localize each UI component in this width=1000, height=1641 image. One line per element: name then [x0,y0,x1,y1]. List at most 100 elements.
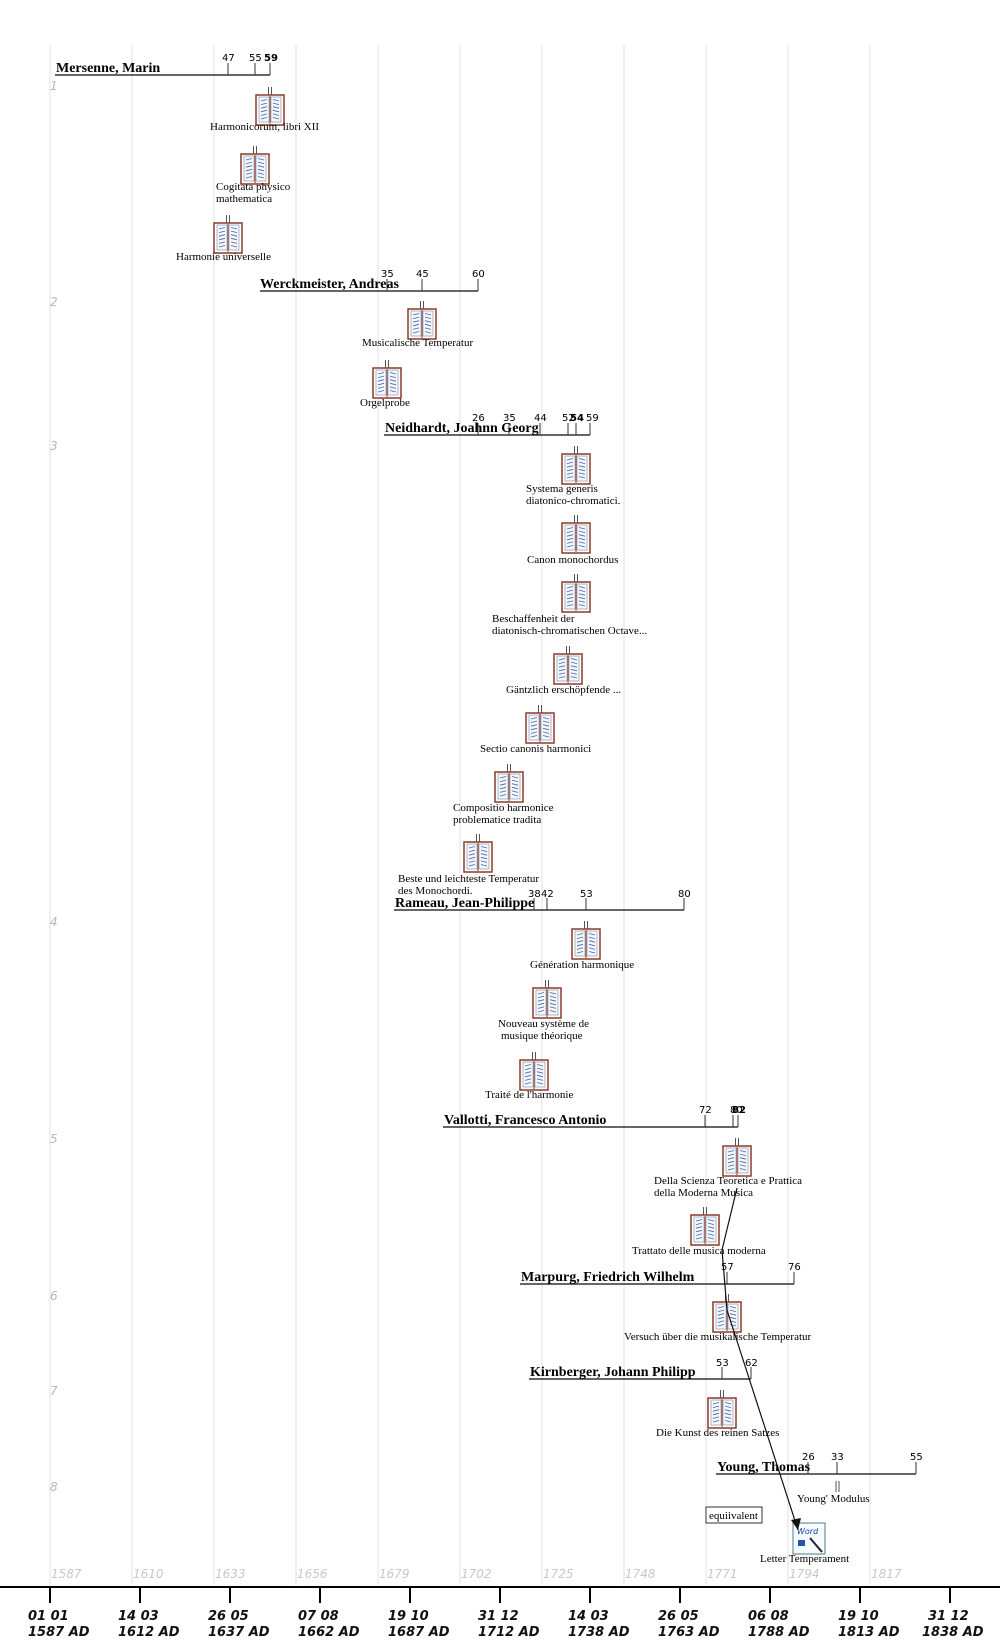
work-title[interactable]: mathematica [216,193,272,205]
book-icon[interactable] [463,834,493,873]
axis-date: 06 08 [748,1609,789,1624]
life-tick-label: 55 [910,1452,923,1463]
axis-year: 1587 AD [28,1625,90,1640]
work-title[interactable]: Harmonie universelle [176,251,271,263]
work-title[interactable]: della Moderna Musica [654,1187,753,1199]
book-icon[interactable] [519,1052,549,1091]
person-name[interactable]: Werckmeister, Andreas [260,277,400,292]
axis-date: 19 10 [838,1609,879,1624]
life-tick-label: 82 [732,1105,746,1116]
axis-date: 01 01 [28,1609,69,1624]
person-name[interactable]: Neidhardt, Joahnn Georg [385,421,539,436]
modulus-marker-icon[interactable] [835,1481,840,1492]
book-icon[interactable] [561,574,591,613]
relation-label: equiivalent [709,1510,758,1522]
life-tick-label: 53 [716,1358,729,1369]
work-title[interactable]: Beschaffenheit der [492,613,575,625]
grid-label: 1702 [461,1567,492,1581]
work-title[interactable]: Cogitata physico [216,181,291,193]
book-icon[interactable] [690,1207,720,1246]
book-icon[interactable] [707,1390,737,1429]
book-icon[interactable] [407,301,437,340]
book-icon[interactable] [525,705,555,744]
life-tick-label: 59 [264,53,278,64]
work-title[interactable]: Orgelprobe [360,397,410,409]
work-title[interactable]: Traité de l'harmonie [485,1089,573,1101]
work-title[interactable]: Die Kunst des reinen Satzes [656,1427,779,1439]
book-icon[interactable] [213,215,243,254]
person-row-neidhardt[interactable]: 26 35 44 52 54 59 Neidhardt, Joahnn Geor… [384,413,599,436]
person-name[interactable]: Mersenne, Marin [56,61,160,76]
life-tick-label: 80 [730,1105,743,1116]
person-row-marpurg[interactable]: 57 76 Marpurg, Friedrich Wilhelm [520,1262,801,1285]
life-tick-label: 33 [831,1452,844,1463]
work-title[interactable]: Canon monochordus [527,554,618,566]
person-name[interactable]: Rameau, Jean-Philippe [395,896,534,911]
life-tick-label: 52 [562,413,575,424]
axis-year: 1712 AD [478,1625,540,1640]
grid-label: 1748 [625,1567,656,1581]
work-title[interactable]: diatonisch-chromatischen Octave... [492,625,647,637]
person-row-mersenne[interactable]: 47 55 59 Mersenne, Marin [55,53,278,76]
life-tick-label: 44 [534,413,547,424]
axis-date: 19 10 [388,1609,429,1624]
work-title[interactable]: Sectio canonis harmonici [480,743,591,755]
work-title[interactable]: Gäntzlich erschöpfende ... [506,684,621,696]
person-name[interactable]: Young, Thomas [717,1460,811,1475]
axis-year: 1738 AD [568,1625,630,1640]
work-title[interactable]: des Monochordi. [398,885,473,897]
work-title[interactable]: Systema generis [526,483,598,495]
relation-arrow[interactable] [721,1187,801,1531]
work-title[interactable]: Beste und leichteste Temperatur [398,873,539,885]
life-tick-label: 47 [222,53,235,64]
life-tick-label: 26 [802,1452,815,1463]
person-name[interactable]: Marpurg, Friedrich Wilhelm [521,1270,695,1285]
book-icon[interactable] [240,146,270,185]
work-title[interactable]: Trattato delle musica moderna [632,1245,766,1257]
work-title[interactable]: Musicalische Temperatur [362,337,473,349]
work-title[interactable]: Nouveau système de [498,1018,589,1030]
work-title[interactable]: Della Scienza Teoretica e Prattica [654,1175,802,1187]
book-icon[interactable] [561,446,591,485]
book-icon[interactable] [722,1138,752,1177]
axis-date: 14 03 [568,1609,609,1624]
person-row-werckmeister[interactable]: 35 45 60 Werckmeister, Andreas [260,269,485,292]
work-title[interactable]: diatonico-chromatici. [526,495,621,507]
work-title[interactable]: Young' Modulus [797,1493,870,1505]
book-icon[interactable] [494,764,524,803]
relation-label-box[interactable]: equiivalent [705,1506,763,1524]
axis-year: 1838 AD [922,1625,984,1640]
person-row-rameau[interactable]: 38 42 53 80 Rameau, Jean-Philippe [394,889,691,911]
life-tick-label: 57 [721,1262,734,1273]
life-tick-label: 62 [745,1358,758,1369]
book-icon[interactable] [571,921,601,960]
work-title[interactable]: Harmonicorum, libri XII [210,121,319,133]
book-icon[interactable] [532,980,562,1019]
person-name[interactable]: Vallotti, Francesco Antonio [444,1113,606,1128]
axis-date: 26 05 [658,1609,699,1624]
book-icon[interactable] [561,515,591,554]
book-icon[interactable] [255,87,285,126]
life-tick-label: 42 [541,889,554,900]
work-title[interactable]: Versuch über die musikalische Temperatur [624,1331,812,1343]
book-icon[interactable] [553,646,583,685]
grid-label: 1817 [871,1567,902,1581]
row-number: 5 [50,1132,58,1146]
row-number: 8 [50,1480,58,1494]
person-row-young[interactable]: 26 33 55 Young, Thomas [716,1452,923,1475]
work-title[interactable]: Letter Temperament [760,1553,849,1565]
row-number: 1 [50,79,58,93]
work-title[interactable]: Génération harmonique [530,959,634,971]
works [213,87,752,1429]
life-tick-label: 53 [580,889,593,900]
book-icon[interactable] [712,1294,742,1333]
person-name[interactable]: Kirnberger, Johann Philipp [530,1365,696,1380]
person-row-vallotti[interactable]: 72 80 82 Vallotti, Francesco Antonio [443,1105,746,1128]
work-title[interactable]: musique théorique [501,1030,583,1042]
work-title[interactable]: Compositio harmonice [453,802,554,814]
work-title[interactable]: problematice tradita [453,814,541,826]
grid-label: 1587 [51,1567,82,1581]
book-icon[interactable] [372,360,402,399]
person-row-kirnberger[interactable]: 53 62 Kirnberger, Johann Philipp [529,1358,758,1380]
